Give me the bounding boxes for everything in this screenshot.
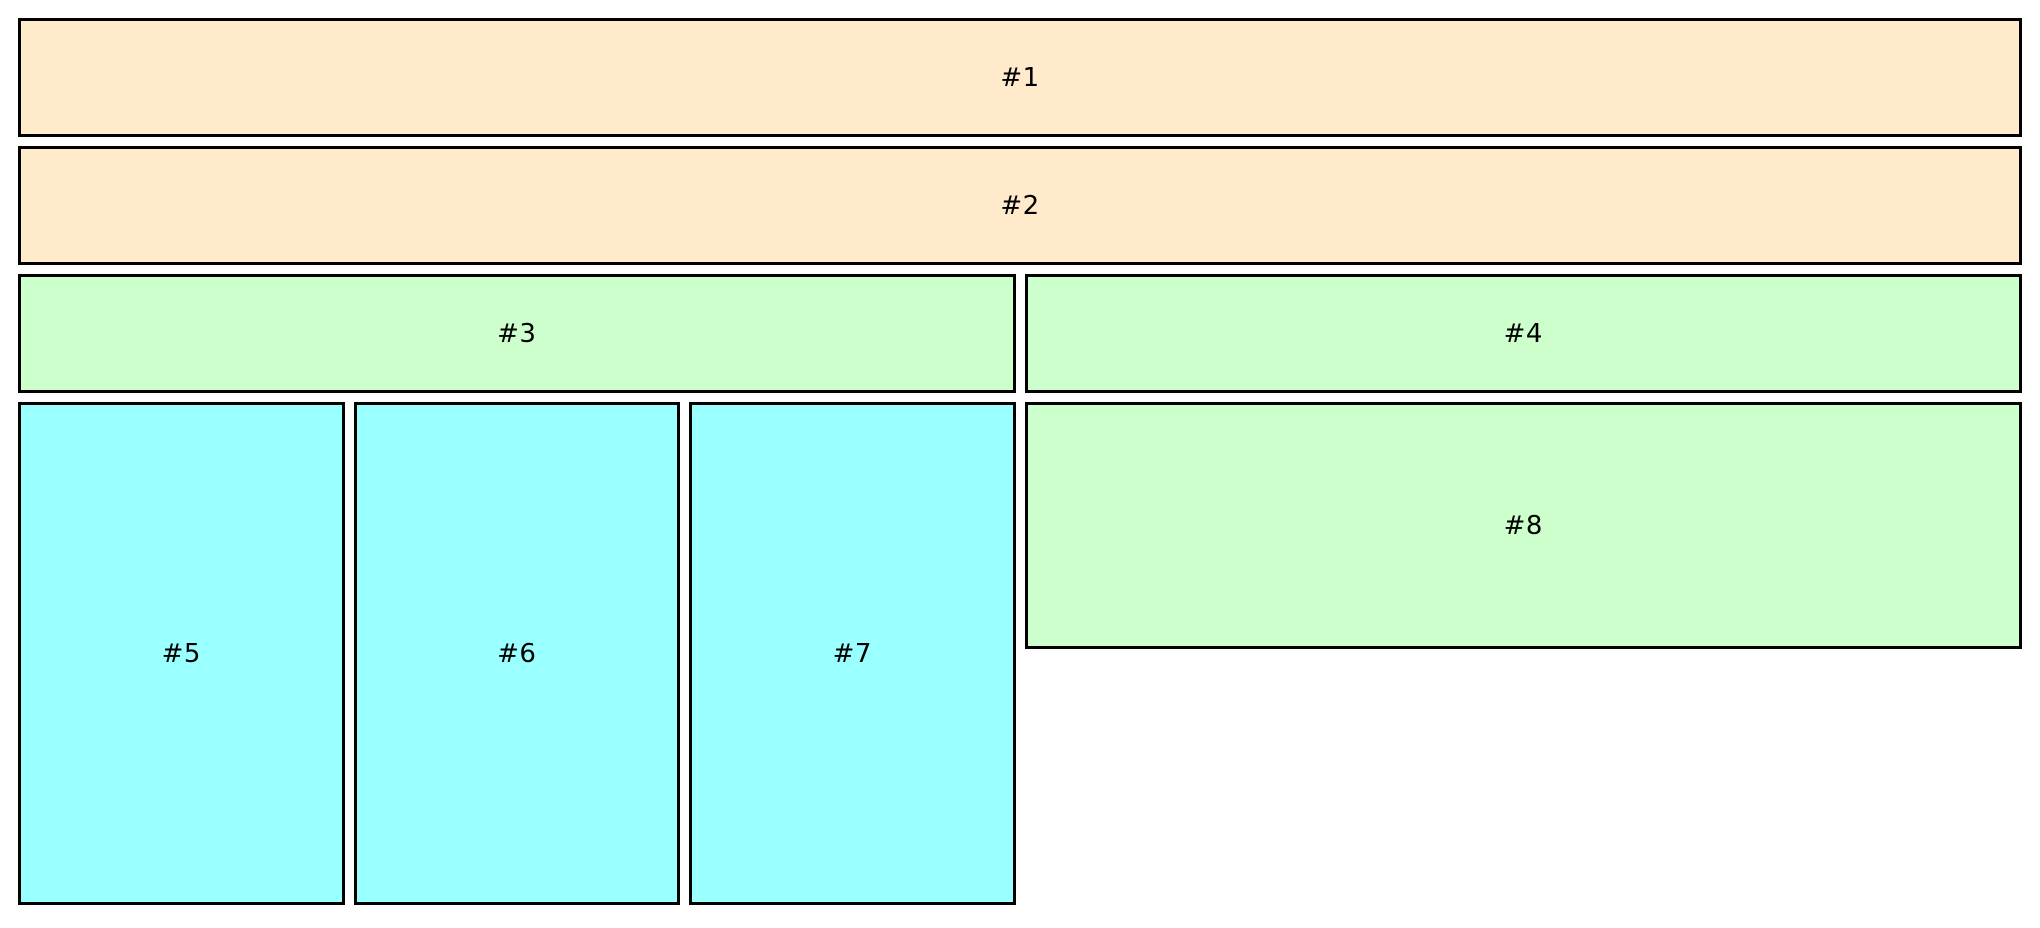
box-2-label: #2 (1000, 190, 1040, 221)
box-8: #8 (1024, 402, 2022, 649)
box-2: #2 (18, 146, 2022, 265)
box-4: #4 (1024, 274, 2022, 393)
box-6-label: #6 (497, 638, 537, 669)
box-1: #1 (18, 18, 2022, 137)
box-5: #5 (18, 402, 345, 905)
box-8-label: #8 (1503, 510, 1543, 541)
box-3-label: #3 (497, 318, 537, 349)
box-4-label: #4 (1503, 318, 1543, 349)
box-5-label: #5 (161, 638, 201, 669)
box-3: #3 (18, 274, 1016, 393)
box-6: #6 (353, 402, 680, 905)
box-1-label: #1 (1000, 62, 1040, 93)
box-7: #7 (689, 402, 1016, 905)
box-7-label: #7 (832, 638, 872, 669)
